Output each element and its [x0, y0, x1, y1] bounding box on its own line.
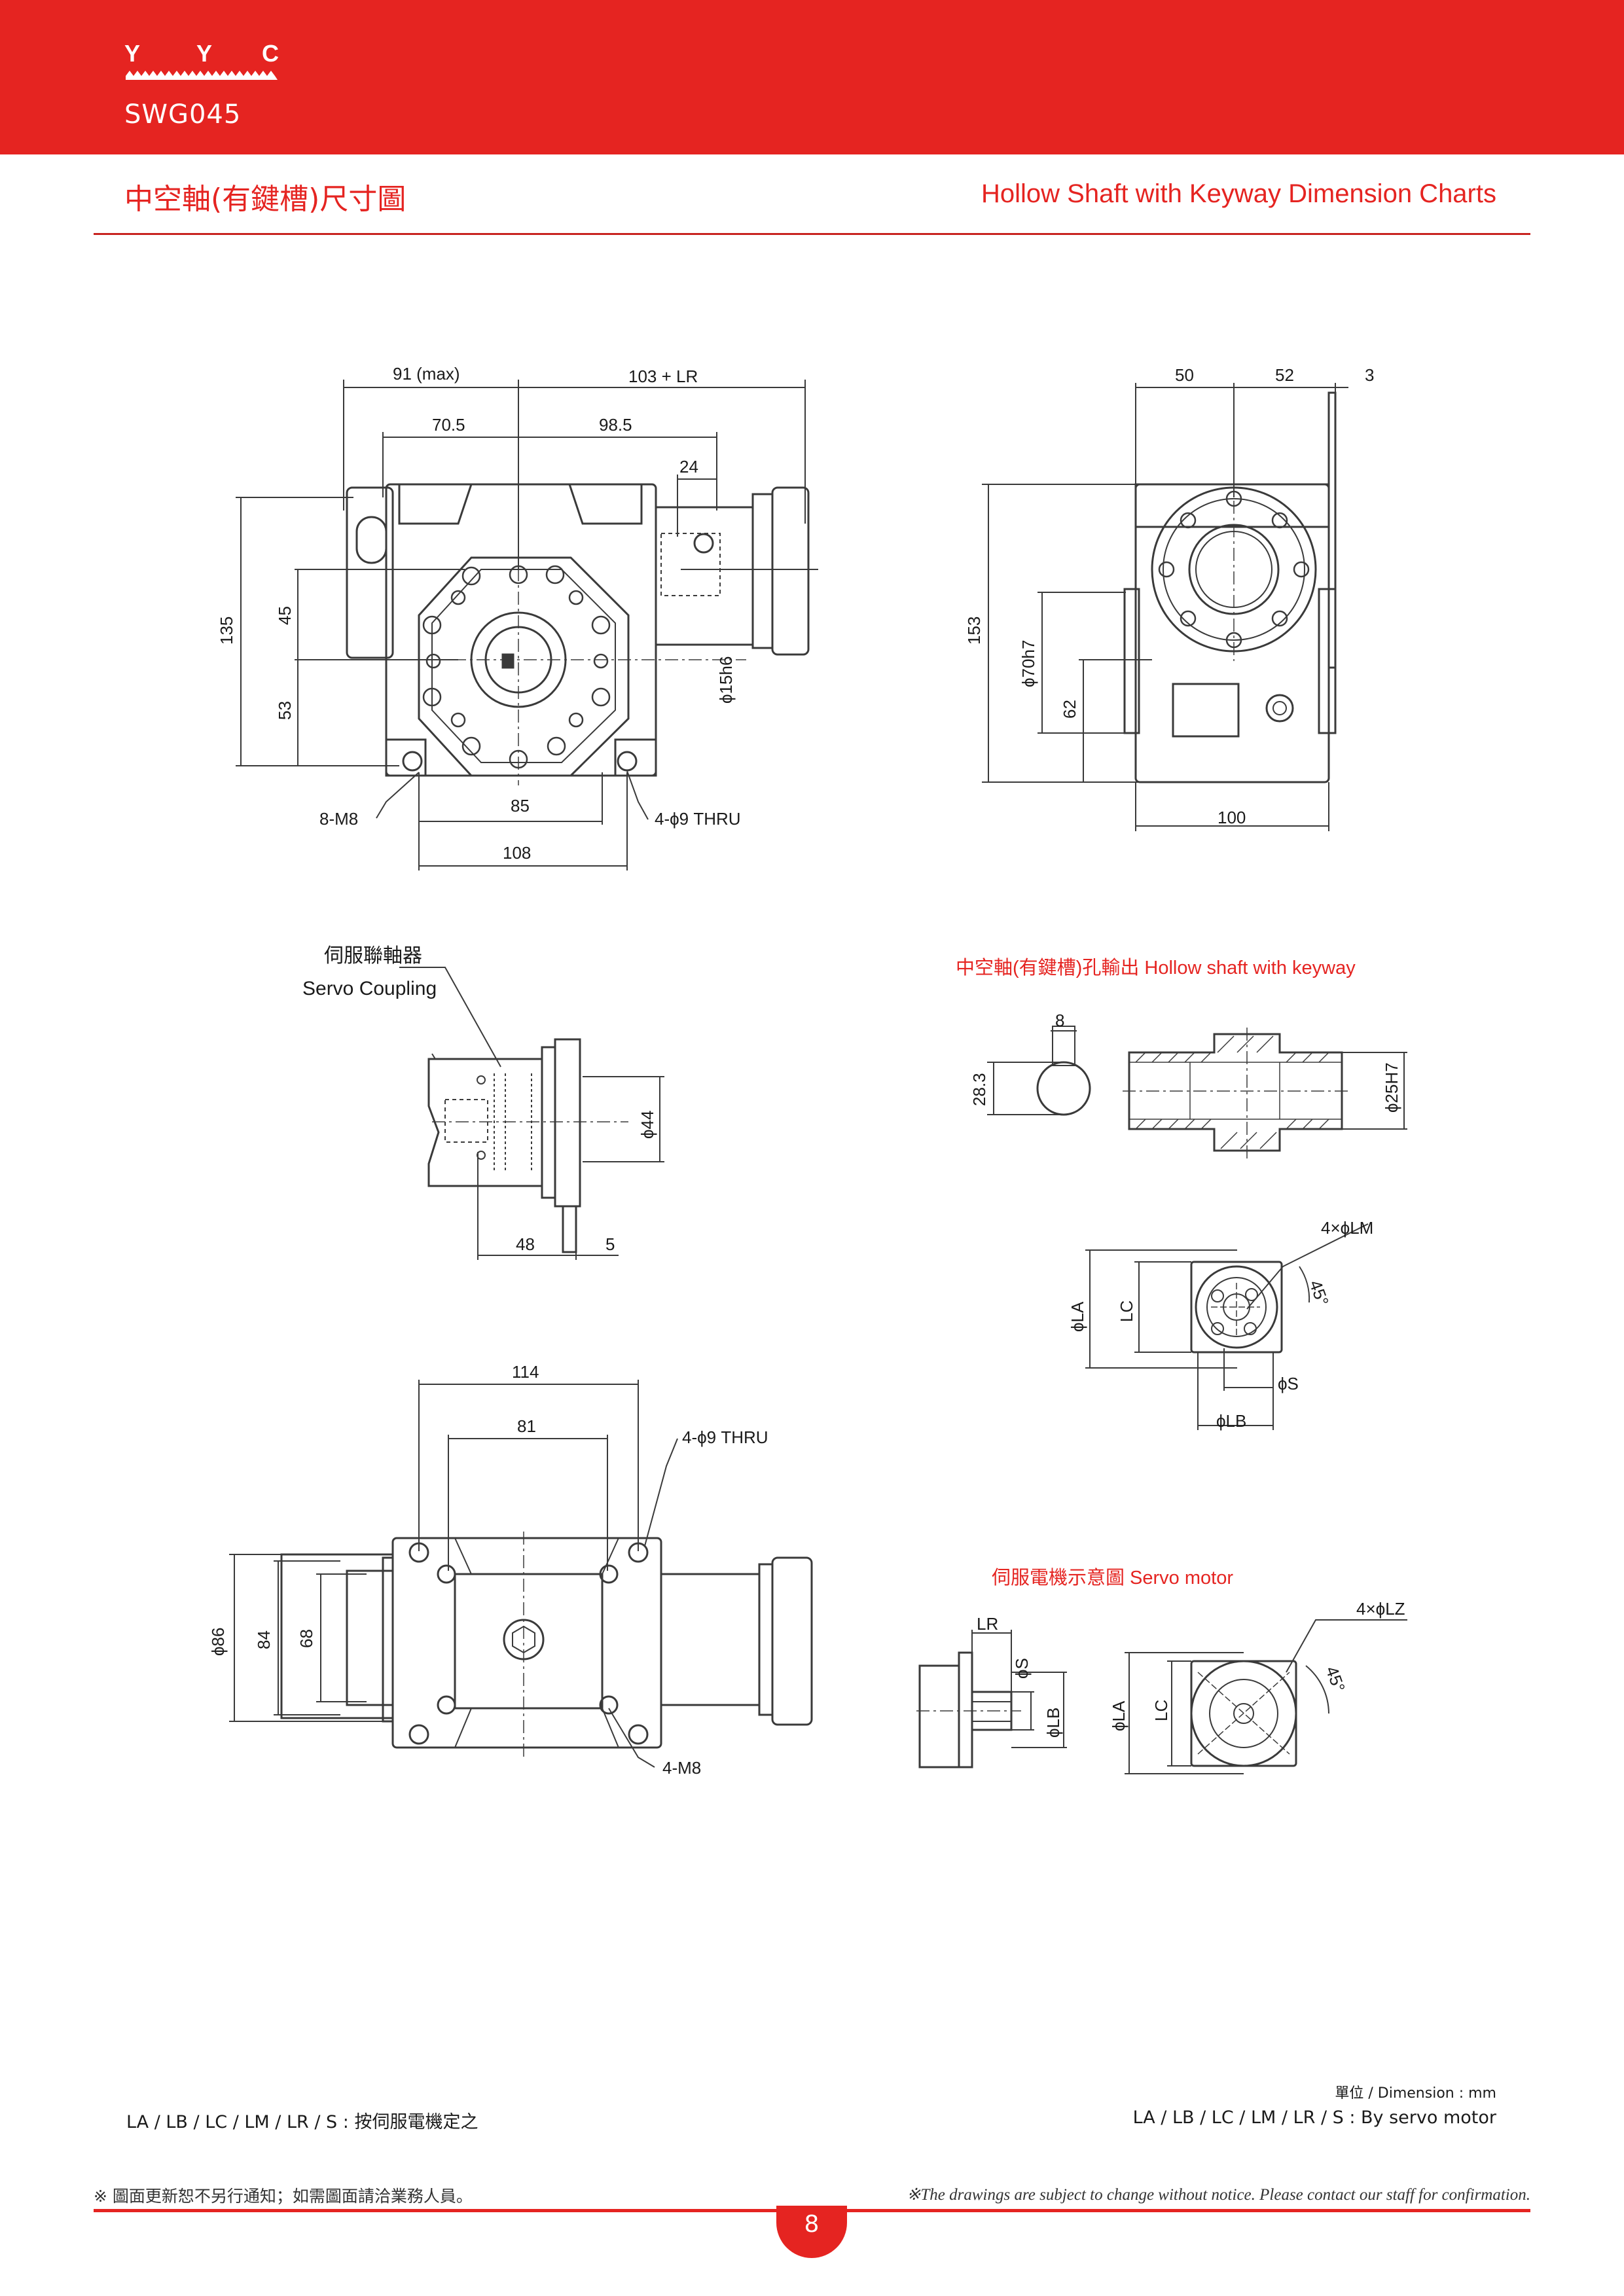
dim-70-5: 70.5	[432, 415, 465, 435]
flange-angle-45: 45°	[1305, 1278, 1333, 1308]
dim-48: 48	[516, 1234, 535, 1254]
dim-3: 3	[1365, 365, 1374, 385]
motor-dim-lc: LC	[1151, 1700, 1171, 1721]
dim-108: 108	[503, 843, 531, 863]
coupling-label-zh: 伺服聯軸器	[324, 945, 422, 967]
note-en: LA / LB / LC / LM / LR / S : By servo mo…	[1132, 2108, 1496, 2128]
flange-dim-lc: LC	[1117, 1300, 1136, 1322]
dim-45: 45	[275, 606, 295, 625]
dim-53: 53	[275, 701, 295, 720]
hollow-shaft-view	[987, 1026, 1407, 1158]
dim-81: 81	[517, 1416, 536, 1436]
dim-52: 52	[1275, 365, 1294, 385]
label-8-m8: 8-M8	[319, 809, 358, 829]
note-zh: LA / LB / LC / LM / LR / S : 按伺服電機定之	[126, 2112, 478, 2132]
dim-50: 50	[1175, 365, 1194, 385]
dim-25h7: ϕ25H7	[1382, 1062, 1401, 1113]
dim-70h7: ϕ70h7	[1019, 640, 1038, 687]
dim-98-5: 98.5	[599, 415, 632, 435]
label-4-lz: 4×ϕLZ	[1356, 1599, 1405, 1619]
label-bottom-4-phi9-thru: 4-ϕ9 THRU	[682, 1427, 768, 1447]
page-title-en: Hollow Shaft with Keyway Dimension Chart…	[981, 179, 1496, 208]
side-view	[982, 383, 1348, 831]
dim-15h6: ϕ15h6	[716, 656, 736, 704]
dim-103-lr: 103 + LR	[628, 367, 698, 386]
dim-5: 5	[605, 1234, 615, 1254]
label-4-lm: 4×ϕLM	[1321, 1218, 1373, 1238]
section-hatching	[1135, 1035, 1329, 1149]
flange-dim-lb: ϕLB	[1216, 1411, 1246, 1431]
unit-note: 單位 / Dimension : mm	[1335, 2085, 1496, 2102]
hollow-shaft-title: 中空軸(有鍵槽)孔輸出 Hollow shaft with keyway	[956, 957, 1356, 978]
flange-dim-la: ϕLA	[1068, 1301, 1087, 1332]
motor-angle-45: 45°	[1322, 1664, 1349, 1695]
motor-dim-la: ϕLA	[1109, 1700, 1128, 1731]
logo-gear-teeth	[126, 71, 278, 80]
brand-logo: Y Y C	[124, 41, 279, 80]
dim-135: 135	[217, 617, 236, 645]
flange-view	[1085, 1223, 1369, 1430]
dim-24: 24	[679, 457, 698, 476]
motor-dim-s: ϕS	[1012, 1658, 1032, 1679]
footer-disclaimer-zh: ※ 圖面更新恕不另行通知；如需圖面請洽業務人員。	[94, 2187, 473, 2206]
motor-dim-lr: LR	[977, 1614, 998, 1634]
footer-disclaimer-en: ※The drawings are subject to change with…	[907, 2186, 1530, 2204]
bottom-view	[229, 1380, 813, 1768]
title-divider	[94, 233, 1530, 235]
dim-91-max: 91 (max)	[393, 364, 460, 384]
model-number: SWG045	[124, 99, 242, 130]
dim-85: 85	[511, 796, 530, 816]
page-title-zh: 中空軸(有鍵槽)尺寸圖	[124, 183, 406, 216]
dim-28-3: 28.3	[969, 1073, 989, 1106]
dim-8: 8	[1055, 1011, 1064, 1030]
logo-letter-c: C	[262, 41, 279, 67]
dim-100: 100	[1218, 808, 1246, 827]
dim-68: 68	[297, 1629, 316, 1648]
dim-84: 84	[254, 1630, 274, 1649]
logo-letter-y2: Y	[196, 41, 212, 67]
motor-dim-lb: ϕLB	[1043, 1708, 1063, 1738]
label-4-phi9-thru: 4-ϕ9 THRU	[655, 809, 741, 829]
flange-dim-s: ϕS	[1278, 1374, 1299, 1393]
dim-114: 114	[512, 1362, 539, 1382]
servo-coupling-view	[399, 967, 664, 1260]
dim-86: ϕ86	[208, 1628, 228, 1656]
dim-153: 153	[964, 617, 984, 645]
front-view	[236, 380, 818, 870]
servo-motor-title: 伺服電機示意圖 Servo motor	[992, 1567, 1233, 1588]
label-4-m8: 4-M8	[662, 1758, 701, 1778]
logo-letter-y1: Y	[124, 41, 140, 67]
dim-44: ϕ44	[638, 1111, 657, 1139]
page-number: 8	[804, 2211, 820, 2238]
servo-motor-view	[916, 1619, 1407, 1774]
coupling-label-en: Servo Coupling	[302, 978, 437, 999]
dim-62: 62	[1060, 700, 1079, 719]
